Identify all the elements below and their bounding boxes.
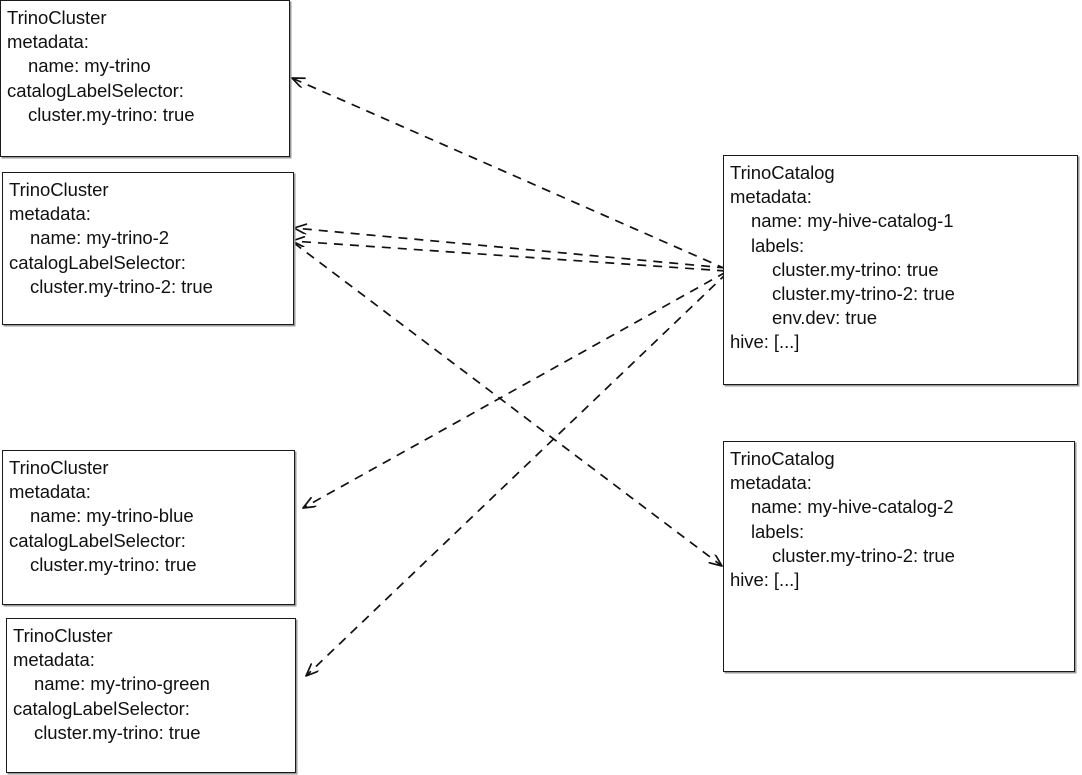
node-kind-label: TrinoCatalog <box>730 162 835 183</box>
node-field-line: name: my-hive-catalog-2 <box>751 496 954 518</box>
node-field-line: metadata: <box>730 186 812 208</box>
node-field-line: catalogLabelSelector: <box>9 251 186 273</box>
node-field-line: cluster.my-trino-2: true <box>772 544 955 566</box>
node-catalog-my-hive-catalog-1[interactable]: TrinoCatalog metadata:name: my-hive-catal… <box>723 155 1078 385</box>
node-field-line: catalogLabelSelector: <box>9 529 186 551</box>
node-cluster-my-trino-green[interactable]: TrinoCluster metadata:name: my-trino-gree… <box>6 618 296 773</box>
node-kind-label: TrinoCluster <box>13 625 113 646</box>
node-field-line: metadata: <box>9 203 91 225</box>
edge-my-trino-2-to-catalog2 <box>293 242 722 566</box>
node-field-line: cluster.my-trino-2: true <box>772 283 955 305</box>
node-field-line: env.dev: true <box>772 307 877 329</box>
node-field-line: labels: <box>751 234 805 256</box>
node-field-line: name: my-trino <box>28 55 151 77</box>
node-field-line: name: my-trino-blue <box>30 505 194 527</box>
node-field-line: cluster.my-trino: true <box>28 103 195 125</box>
node-field-line: catalogLabelSelector: <box>7 79 184 101</box>
edge-catalog1-to-my-trino-2-b <box>292 241 727 272</box>
node-field-line: hive: [...] <box>730 569 800 591</box>
node-field-line: metadata: <box>9 481 91 503</box>
node-field-line: name: my-trino-green <box>34 673 210 695</box>
node-kind-label: TrinoCluster <box>7 7 107 28</box>
edge-catalog1-to-my-trino-blue <box>303 271 727 508</box>
node-kind-label: TrinoCluster <box>9 179 109 200</box>
node-field-line: metadata: <box>7 31 89 53</box>
node-field-line: cluster.my-trino: true <box>772 258 939 280</box>
node-field-line: cluster.my-trino-2: true <box>30 275 213 297</box>
node-field-line: name: my-hive-catalog-1 <box>751 210 954 232</box>
edge-group <box>292 78 728 676</box>
node-field-line: name: my-trino-2 <box>30 227 170 249</box>
node-field-line: cluster.my-trino: true <box>30 553 197 575</box>
edge-catalog1-to-my-trino-2-a <box>294 228 727 269</box>
node-field-line: metadata: <box>730 472 812 494</box>
edge-catalog1-to-my-trino-green <box>306 272 728 676</box>
node-catalog-my-hive-catalog-2[interactable]: TrinoCatalog metadata:name: my-hive-catal… <box>723 441 1075 672</box>
node-field-line: catalogLabelSelector: <box>13 697 190 719</box>
node-cluster-my-trino-blue[interactable]: TrinoCluster metadata:name: my-trino-blue… <box>2 450 295 605</box>
node-field-line: hive: [...] <box>730 331 800 353</box>
node-kind-label: TrinoCatalog <box>730 448 835 469</box>
node-kind-label: TrinoCluster <box>9 457 109 478</box>
node-field-line: labels: <box>751 520 805 542</box>
node-field-line: metadata: <box>13 649 95 671</box>
node-field-line: cluster.my-trino: true <box>34 721 201 743</box>
edge-catalog1-to-my-trino <box>292 78 727 270</box>
